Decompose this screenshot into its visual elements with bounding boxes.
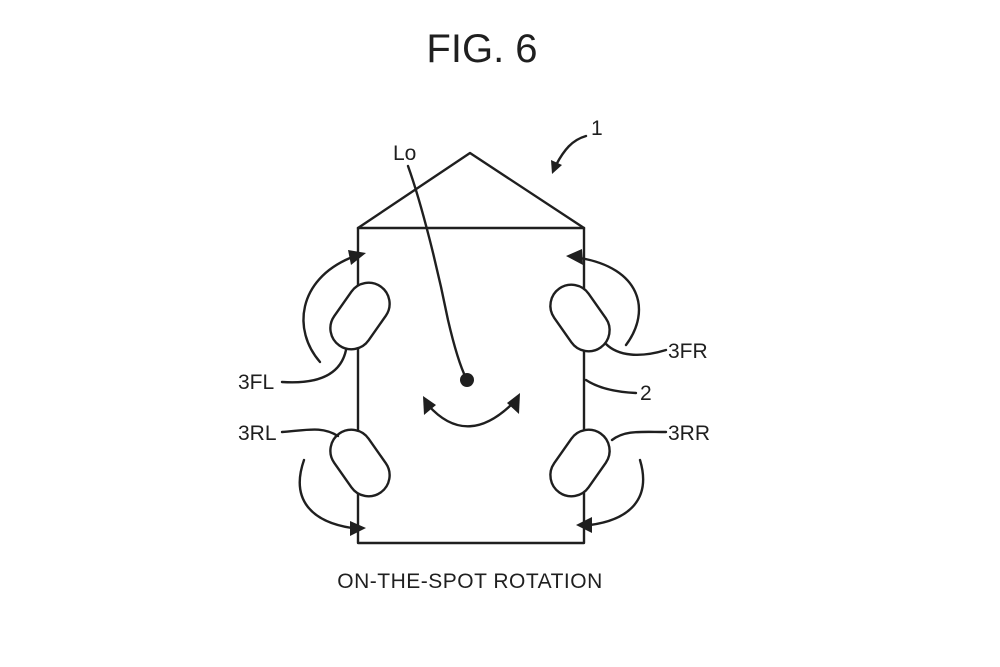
vehicle-label: 1: [591, 117, 603, 140]
rear-left-rotation-arc: [298, 458, 354, 530]
vehicle-leader-line: [554, 134, 588, 167]
figure-title: FIG. 6: [426, 27, 537, 71]
label-2: 2: [640, 382, 652, 405]
center-leader-line: [406, 164, 468, 380]
vehicle-leader-arrowhead: [551, 160, 562, 174]
center-rotation-arrowhead-left: [423, 396, 436, 415]
label-3rl: 3RL: [238, 422, 277, 445]
label-3rr: 3RR: [668, 422, 710, 445]
vehicle-body: [356, 226, 586, 545]
label-3fr: 3FR: [668, 340, 708, 363]
rear-left-rotation-arrowhead: [350, 521, 366, 536]
leader-3fr: [604, 342, 668, 356]
rotation-center-dot: [460, 373, 474, 387]
wheel-front-right: [549, 283, 611, 353]
front-left-rotation-arc: [302, 256, 352, 364]
front-left-rotation-arrowhead: [348, 250, 366, 265]
leader-3fl: [280, 348, 348, 384]
label-3fl: 3FL: [238, 371, 274, 394]
leader-3rr: [610, 430, 668, 442]
center-rotation-arc: [426, 398, 518, 428]
center-label: Lo: [393, 142, 416, 165]
figure-caption: ON-THE-SPOT ROTATION: [337, 570, 603, 593]
leader-2: [584, 378, 638, 395]
wheel-rear-right: [549, 428, 611, 498]
front-right-rotation-arrowhead: [566, 249, 583, 265]
rear-right-rotation-arrowhead: [576, 517, 592, 533]
vehicle-nose: [356, 151, 586, 230]
leader-3rl: [280, 428, 340, 438]
front-right-rotation-arc: [578, 256, 641, 347]
wheel-rear-left: [329, 428, 391, 498]
wheel-front-left: [329, 281, 391, 351]
rear-right-rotation-arc: [588, 458, 645, 527]
center-rotation-arrowhead-right: [507, 393, 520, 414]
